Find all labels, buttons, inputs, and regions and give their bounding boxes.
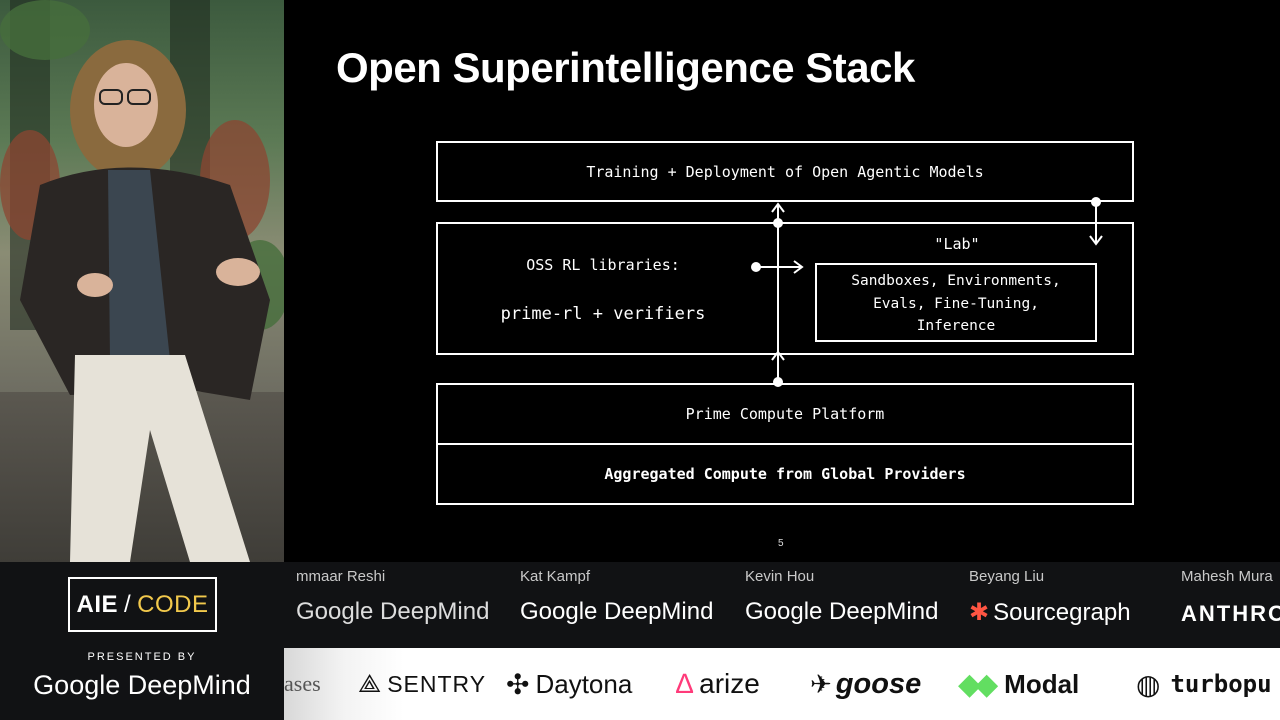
speaker-org-label: Sourcegraph (993, 598, 1131, 626)
sponsor-logo: ◍ turbopu (1136, 648, 1272, 720)
speaker-video (0, 0, 284, 562)
aggregated-compute-label: Aggregated Compute from Global Providers (604, 465, 966, 483)
training-deployment-box: Training + Deployment of Open Agentic Mo… (436, 141, 1134, 202)
presentation-slide: Open Superintelligence Stack Training + … (284, 0, 1280, 562)
sponsor-strip: ases ⟁ SENTRY ✣ Daytona ∆ arize ✈ goose … (284, 648, 1280, 720)
speaker-strip: mmaar Reshi Google DeepMind Kat Kampf Go… (284, 562, 1280, 648)
slide-number: 5 (778, 538, 784, 549)
compute-platform-label: Prime Compute Platform (685, 405, 885, 423)
presented-by-label: PRESENTED BY (87, 651, 197, 663)
logo-separator: / (124, 590, 132, 618)
speaker-figure (20, 40, 270, 562)
oss-rl-libraries: prime-rl + verifiers (500, 304, 706, 324)
sponsor-name: Modal (1004, 668, 1080, 699)
turbopuffer-icon: ◍ (1136, 668, 1161, 700)
speaker-name: Mahesh Mura (1181, 568, 1273, 585)
sponsor-logo: ✣ Daytona (506, 648, 632, 720)
speaker-org: Google DeepMind (520, 598, 714, 625)
speaker-org: Google DeepMind (745, 598, 939, 625)
sponsor-logo: ∆ arize (676, 648, 760, 720)
logo-code: CODE (137, 590, 209, 618)
sponsor-name: Daytona (535, 668, 633, 699)
speaker-org: Google DeepMind (296, 598, 490, 625)
sponsor-name: turbopu (1170, 670, 1272, 698)
speaker-name: mmaar Reshi (296, 568, 386, 585)
sourcegraph-icon: ✱ (969, 599, 990, 626)
aie-code-logo: AIE / CODE (68, 577, 217, 632)
modal-icon: ◆◆ (958, 667, 998, 701)
logo-aie: AIE (76, 590, 118, 618)
arrow-head-up (771, 202, 785, 213)
slide-title: Open Superintelligence Stack (336, 44, 915, 91)
lab-label: "Lab" (934, 235, 980, 253)
speaker-name: Kat Kampf (520, 568, 591, 585)
sponsor-logo: ◆◆ Modal (958, 648, 1079, 720)
lab-box: Sandboxes, Environments, Evals, Fine-Tun… (815, 263, 1097, 342)
lab-line: Inference (916, 318, 996, 334)
speaker-name: Kevin Hou (745, 568, 815, 585)
sentry-icon: ⟁ (358, 668, 382, 698)
lab-line: Sandboxes, Environments, (851, 273, 1061, 289)
daytona-icon: ✣ (506, 668, 530, 700)
speaker-org: ✱ Sourcegraph (969, 598, 1131, 627)
speaker-org: ANTHRO (1181, 601, 1280, 626)
speaker-name: Beyang Liu (969, 568, 1045, 585)
oss-rl-label: OSS RL libraries: (526, 256, 680, 274)
middle-layer-box: OSS RL libraries: prime-rl + verifiers "… (436, 222, 1134, 355)
sponsor-name: SENTRY (387, 670, 487, 697)
plant (0, 0, 90, 60)
presenter-logo: Google DeepMind (33, 670, 251, 700)
sponsor-name: ases (284, 671, 321, 696)
goose-icon: ✈ (810, 668, 832, 699)
training-deployment-label: Training + Deployment of Open Agentic Mo… (586, 162, 984, 181)
sponsor-logo: ⟁ SENTRY (358, 648, 486, 720)
sponsor-name: goose (835, 667, 922, 700)
sponsor-logo: ✈ goose (810, 648, 921, 720)
sponsor-name: arize (699, 668, 760, 699)
event-branding (0, 562, 284, 720)
aggregated-compute-box: Aggregated Compute from Global Providers (436, 443, 1134, 505)
sponsor-logo: ases (284, 648, 321, 720)
arize-icon: ∆ (676, 668, 694, 699)
lab-line: Evals, Fine-Tuning, (873, 295, 1039, 312)
compute-platform-box: Prime Compute Platform (436, 383, 1134, 445)
